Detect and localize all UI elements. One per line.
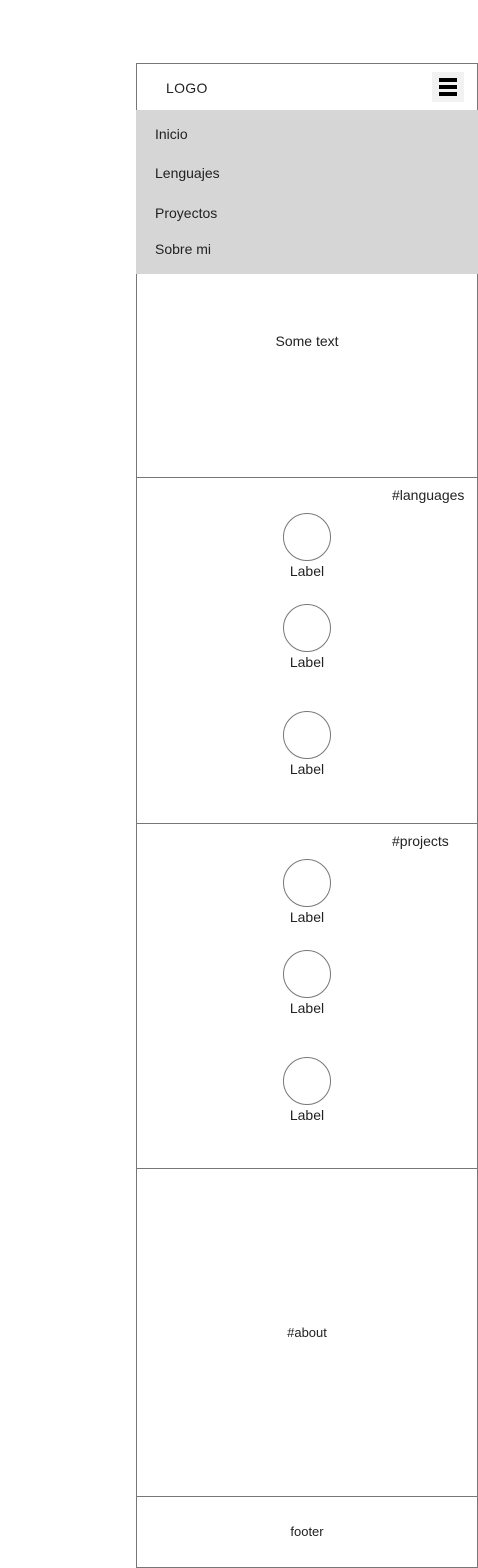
languages-section: #languages Label Label Label (136, 477, 478, 824)
nav-item-lenguajes[interactable]: Lenguajes (155, 165, 220, 181)
nav-item-inicio[interactable]: Inicio (155, 126, 188, 142)
footer-text: footer (290, 1524, 324, 1539)
menu-bar (439, 92, 457, 96)
item-label: Label (289, 654, 325, 670)
language-icon (283, 513, 331, 561)
item-label: Label (289, 1000, 325, 1016)
menu-bar (439, 85, 457, 89)
section-tag: #languages (392, 487, 465, 503)
hero-section: Some text (136, 274, 478, 478)
nav-menu: Inicio Lenguajes Proyectos Sobre mi (136, 110, 478, 275)
item-label: Label (289, 761, 325, 777)
language-item[interactable]: Label (137, 513, 477, 579)
project-item[interactable]: Label (137, 950, 477, 1016)
project-icon (283, 859, 331, 907)
language-item[interactable]: Label (137, 711, 477, 777)
nav-item-sobre-mi[interactable]: Sobre mi (155, 241, 212, 257)
language-icon (283, 604, 331, 652)
item-label: Label (289, 1107, 325, 1123)
item-label: Label (289, 909, 325, 925)
project-icon (283, 1057, 331, 1105)
projects-section: #projects Label Label Label (136, 823, 478, 1170)
section-tag: #projects (392, 833, 449, 849)
item-label: Label (289, 563, 325, 579)
about-text: #about (287, 1325, 327, 1340)
language-icon (283, 711, 331, 759)
project-item[interactable]: Label (137, 1057, 477, 1123)
hamburger-menu-icon[interactable] (432, 72, 464, 102)
hero-text: Some text (275, 333, 339, 349)
menu-bar (439, 78, 457, 82)
project-icon (283, 950, 331, 998)
site-header: LOGO (136, 63, 478, 111)
site-footer: footer (136, 1496, 478, 1568)
project-item[interactable]: Label (137, 859, 477, 925)
language-item[interactable]: Label (137, 604, 477, 670)
about-section: #about (136, 1168, 478, 1497)
logo[interactable]: LOGO (166, 80, 208, 96)
nav-item-proyectos[interactable]: Proyectos (155, 205, 218, 221)
